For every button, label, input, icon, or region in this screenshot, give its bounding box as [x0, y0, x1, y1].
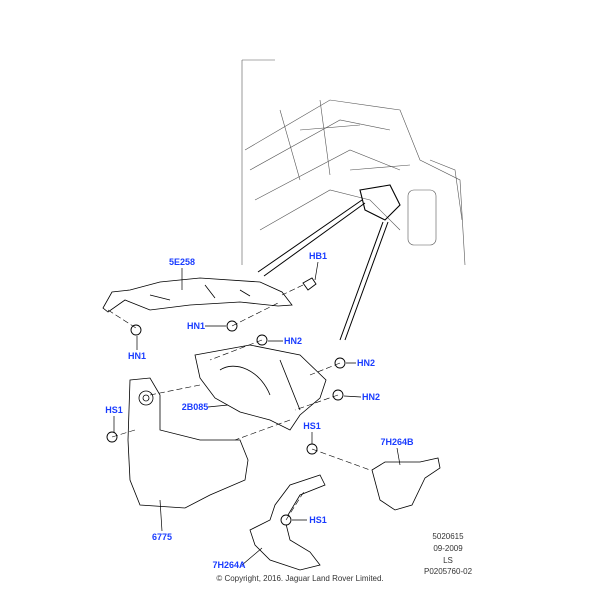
callout-hn1[interactable]: HN1	[127, 351, 147, 361]
reference-model: LS	[443, 556, 453, 565]
callout-hn2[interactable]: HN2	[283, 336, 303, 346]
callout-2b085[interactable]: 2B085	[181, 402, 209, 412]
callout-5e258[interactable]: 5E258	[168, 257, 196, 267]
callout-7h264b[interactable]: 7H264B	[380, 437, 414, 447]
reference-illustration-id: P0205760-02	[423, 567, 473, 576]
heat-shield-5e258	[102, 277, 293, 313]
callout-hn2[interactable]: HN2	[361, 392, 381, 402]
callout-hb1[interactable]: HB1	[308, 251, 328, 261]
vehicle-inset	[241, 59, 466, 266]
callout-hs1[interactable]: HS1	[303, 421, 321, 431]
reference-date: 09-2009	[433, 544, 463, 553]
callout-hs1[interactable]: HS1	[309, 515, 327, 525]
reference-code: 5020615	[432, 532, 464, 541]
callout-7h264a[interactable]: 7H264A	[212, 560, 246, 570]
callout-6775[interactable]: 6775	[151, 532, 173, 542]
heat-shield-2b085	[194, 344, 327, 431]
callout-hn1[interactable]: HN1	[186, 321, 206, 331]
copyright-notice: © Copyright, 2016. Jaguar Land Rover Lim…	[216, 574, 384, 583]
callout-hn2[interactable]: HN2	[356, 358, 376, 368]
bracket-7h264b	[371, 457, 441, 511]
callout-hs1[interactable]: HS1	[105, 405, 123, 415]
heat-shield-6775	[127, 377, 249, 509]
